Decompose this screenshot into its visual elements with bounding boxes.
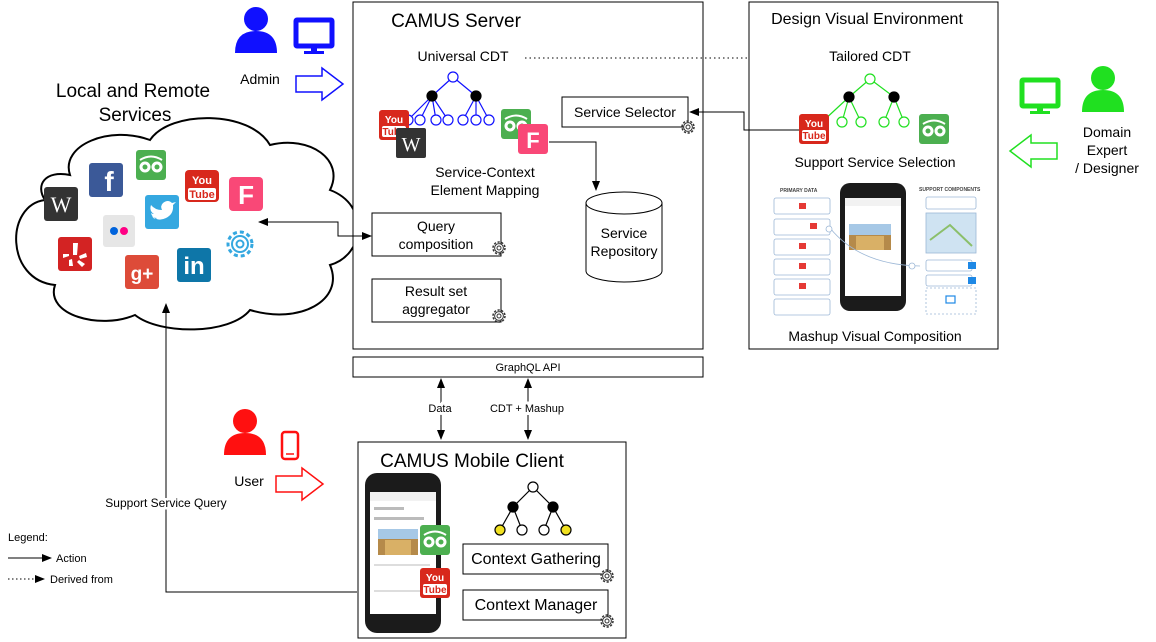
- admin-monitor-icon: [296, 20, 332, 54]
- svg-text:You: You: [426, 573, 444, 584]
- svg-text:F: F: [526, 128, 539, 153]
- legend-title: Legend:: [8, 532, 48, 544]
- tailored-cdt-tree: [816, 73, 910, 128]
- tripadvisor-icon: [419, 524, 451, 556]
- context-manager-label: Context Manager: [475, 597, 598, 614]
- service-repository: [585, 191, 663, 283]
- expert-line2: Expert: [1087, 142, 1128, 158]
- user-person-icon: [224, 409, 266, 455]
- mashup-mockup: PRIMARY DATA SUPPORT COMPONENTS: [773, 183, 981, 316]
- expert-monitor-icon: [1022, 80, 1058, 114]
- query-line1: Query: [417, 218, 455, 234]
- result-line1: Result set: [405, 283, 467, 299]
- primary-data-label: PRIMARY DATA: [780, 188, 818, 194]
- result-aggregator-box: [371, 278, 502, 323]
- universal-cdt-label: Universal CDT: [417, 48, 508, 64]
- mapping-line1: Service-Context: [435, 164, 535, 180]
- graphql-api-label: GraphQL API: [495, 362, 560, 374]
- svg-text:F: F: [238, 180, 254, 210]
- svg-text:g+: g+: [131, 264, 154, 285]
- expert-line3: / Designer: [1075, 160, 1139, 176]
- mapping-to-repository-arrow: [549, 141, 600, 191]
- query-line2: composition: [399, 236, 474, 252]
- foursquare-icon: F: [518, 124, 548, 154]
- mashup-label: Mashup Visual Composition: [788, 328, 961, 344]
- facebook-icon: f: [89, 163, 123, 197]
- cloud-title-line1: Local and Remote: [56, 81, 210, 102]
- client-cdt-tree: [494, 481, 572, 536]
- cloud-title-line2: Services: [99, 105, 172, 126]
- support-query-label: Support Service Query: [105, 496, 226, 510]
- legend-action: Action: [56, 553, 87, 565]
- repository-line2: Repository: [591, 243, 658, 259]
- graphql-api-box: [352, 356, 704, 378]
- svg-text:You: You: [805, 119, 823, 130]
- server-title: CAMUS Server: [391, 11, 522, 32]
- yelp-icon: [58, 237, 92, 271]
- client-title: CAMUS Mobile Client: [380, 451, 564, 472]
- support-selection-label: Support Service Selection: [794, 154, 955, 170]
- svg-text:W: W: [402, 134, 421, 156]
- support-components-label: SUPPORT COMPONENTS: [919, 187, 981, 193]
- gear-icon: [226, 230, 254, 258]
- svg-text:You: You: [192, 175, 212, 187]
- cdt-mashup-label: CDT + Mashup: [490, 403, 564, 415]
- phone-icon: [280, 430, 300, 461]
- expert-arrow: [1008, 133, 1058, 169]
- wikipedia-icon: W: [44, 187, 78, 221]
- query-composition-box: [371, 212, 502, 257]
- svg-text:f: f: [104, 166, 114, 197]
- expert-line1: Domain: [1083, 124, 1131, 140]
- legend: Legend: Action Derived from: [8, 532, 113, 586]
- google-plus-icon: g+: [125, 255, 159, 289]
- svg-text:You: You: [385, 115, 403, 126]
- cloud-query-arrow: [258, 218, 372, 240]
- admin-arrow: [295, 66, 345, 102]
- youtube-icon: You Tube: [420, 568, 450, 598]
- result-line2: aggregator: [402, 301, 470, 317]
- twitter-icon: [145, 195, 179, 229]
- services-cloud: [15, 117, 360, 331]
- universal-cdt-tree: [402, 71, 495, 126]
- youtube-icon: You Tube: [185, 170, 219, 202]
- user-arrow: [275, 466, 325, 502]
- tripadvisor-icon: [135, 149, 167, 181]
- service-selector-box: [561, 96, 689, 128]
- context-gathering-box: [462, 543, 609, 575]
- mapping-line2: Element Mapping: [431, 182, 540, 198]
- svg-text:Tube: Tube: [802, 131, 826, 142]
- admin-person-icon: [235, 7, 277, 53]
- repository-line1: Service: [601, 225, 648, 241]
- foursquare-icon: F: [229, 177, 263, 211]
- service-selector-label: Service Selector: [574, 104, 676, 120]
- wikipedia-icon: W: [396, 128, 426, 158]
- svg-text:W: W: [51, 192, 72, 217]
- linkedin-icon: in: [177, 248, 211, 282]
- legend-derived: Derived from: [50, 574, 113, 586]
- context-manager-box: [462, 589, 609, 621]
- youtube-icon: You Tube: [799, 114, 829, 144]
- support-query-arrow: [162, 303, 357, 593]
- svg-text:Tube: Tube: [189, 189, 214, 201]
- expert-person-icon: [1082, 66, 1124, 112]
- admin-label: Admin: [240, 71, 280, 87]
- design-to-selector-arrow: [689, 108, 799, 131]
- svg-text:in: in: [183, 253, 204, 280]
- context-gathering-label: Context Gathering: [471, 551, 601, 568]
- tailored-cdt-label: Tailored CDT: [829, 48, 911, 64]
- tripadvisor-icon: [918, 113, 950, 145]
- svg-text:Tube: Tube: [423, 585, 447, 596]
- svg-text:Tube: Tube: [382, 127, 406, 138]
- cloud-shape: [15, 117, 360, 331]
- user-label: User: [234, 473, 264, 489]
- design-title: Design Visual Environment: [771, 11, 963, 28]
- flickr-icon: [103, 215, 135, 247]
- data-label: Data: [428, 403, 452, 415]
